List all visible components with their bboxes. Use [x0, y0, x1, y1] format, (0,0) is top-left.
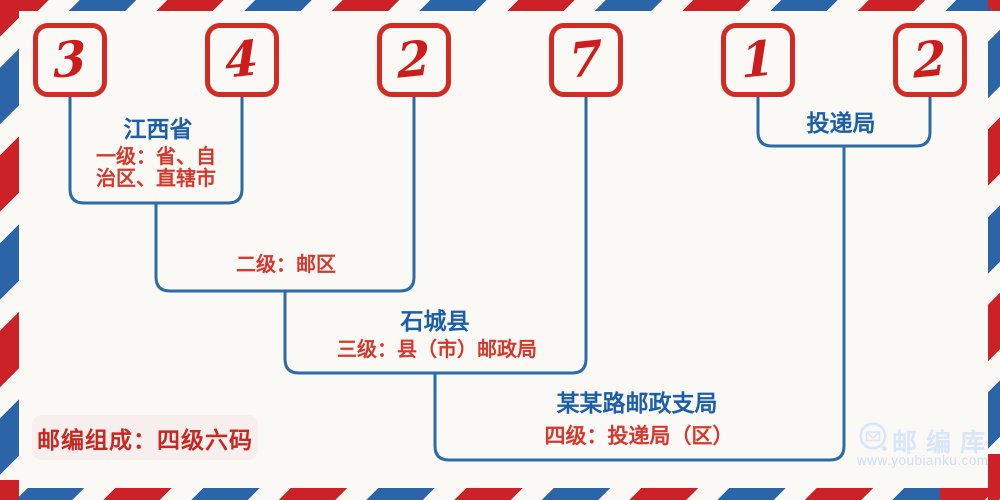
envelope-in-circle-icon — [859, 422, 887, 451]
airmail-border-bottom — [0, 488, 1000, 500]
digit-2: 4 — [224, 30, 260, 90]
airmail-border-right — [988, 0, 1000, 500]
watermark-brand-text: 邮编库 — [892, 429, 995, 457]
airmail-border-left — [0, 0, 19, 500]
level1-place-label: 江西省 — [123, 116, 193, 142]
watermark-url-text: www.youbianku.com — [857, 453, 989, 468]
digit-box-6: 2 — [893, 23, 967, 97]
digit-box-5: 1 — [721, 23, 795, 97]
delivery-office-label: 投递局 — [806, 110, 876, 136]
level3-desc-label: 三级：县（市）邮政局 — [337, 339, 537, 361]
watermark-link[interactable]: 邮编库 www.youbianku.com — [856, 420, 988, 468]
level2-desc-label: 二级：邮区 — [236, 254, 336, 276]
composition-badge-text: 邮编组成：四级六码 — [37, 426, 253, 453]
level3-place-label: 石城县 — [400, 308, 470, 334]
digit-box-3: 2 — [377, 23, 451, 97]
level4-place-label: 某某路邮政支局 — [556, 390, 718, 416]
digit-3: 2 — [396, 30, 432, 90]
digit-box-4: 7 — [549, 23, 623, 97]
composition-badge: 邮编组成：四级六码 — [32, 415, 258, 460]
digit-5: 1 — [740, 30, 776, 90]
level1-desc-line1: 一级：省、自 — [96, 146, 216, 168]
level4-desc-label: 四级：投递局（区） — [544, 425, 734, 448]
digit-1: 3 — [52, 30, 88, 90]
digit-box-2: 4 — [205, 23, 279, 97]
level1-desc-line2: 治区、直辖市 — [96, 168, 216, 190]
digit-6: 2 — [912, 30, 948, 90]
digit-box-1: 3 — [33, 23, 107, 97]
digit-4: 7 — [568, 30, 604, 90]
airmail-border-top — [0, 0, 1000, 11]
